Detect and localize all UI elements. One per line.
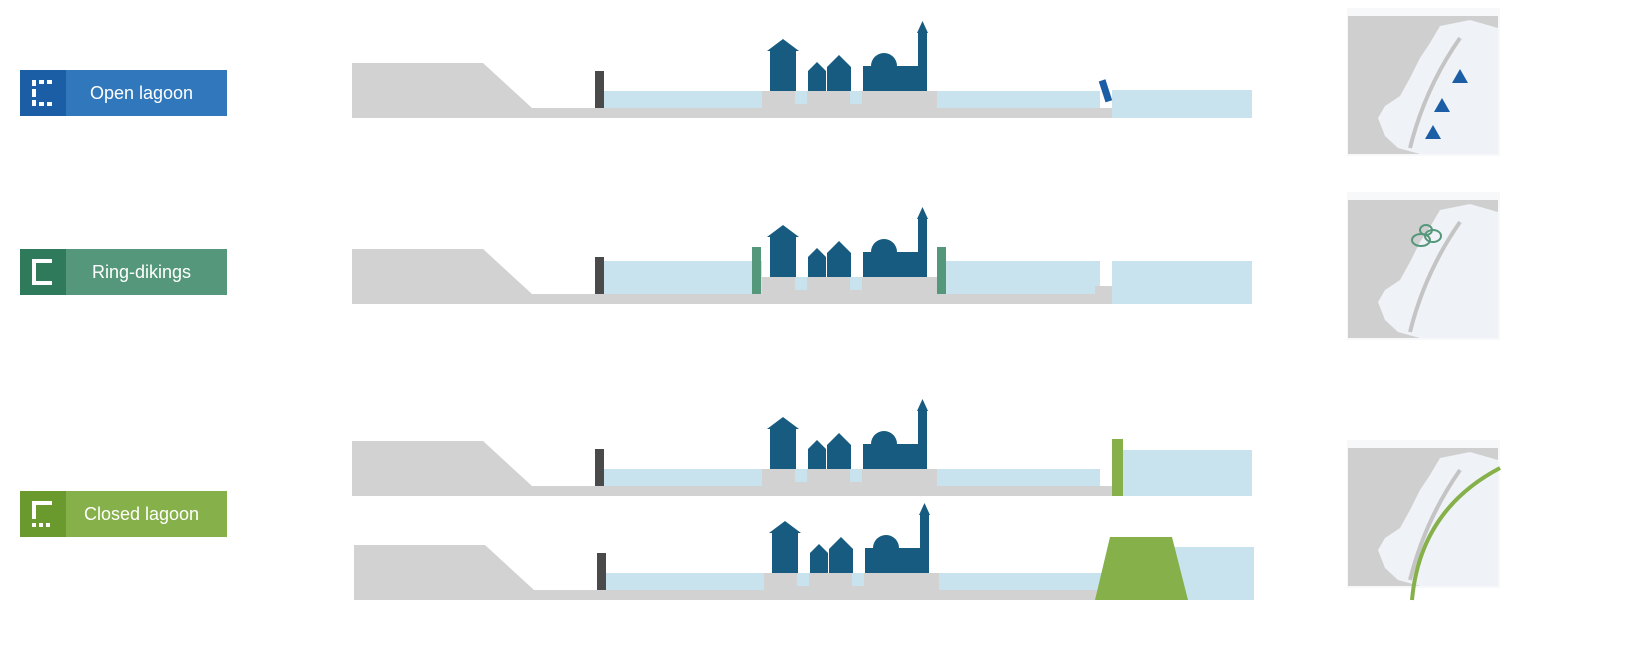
church-dome: [871, 431, 897, 457]
bracket-icon: [20, 249, 66, 295]
scenario-label-closed-lagoon: Closed lagoon: [20, 491, 227, 537]
barrier-island: [1408, 36, 1462, 149]
partial-bracket-icon: [20, 491, 66, 537]
barrier-island: [1408, 468, 1462, 581]
ring-dike: [937, 247, 946, 294]
ring-dike-marker: [1419, 224, 1433, 236]
house-building: [767, 39, 799, 91]
scenario-label-text: Closed lagoon: [83, 503, 200, 524]
lagoon-water-right: [939, 573, 1102, 590]
dune-and-lagoon-bed: [352, 63, 1112, 118]
cross-section-open: [352, 21, 1252, 118]
location-map-closed: [1347, 440, 1501, 601]
house-building: [808, 440, 826, 469]
sea-water: [1112, 90, 1252, 118]
closed-barrier-dam: [1095, 537, 1188, 600]
lagoon-water-left: [606, 573, 764, 590]
canal: [850, 91, 862, 104]
mainland-wall: [595, 257, 604, 294]
city-island: [762, 277, 937, 294]
map-land: [1378, 20, 1498, 154]
house-building: [829, 537, 853, 573]
dashed-bracket-icon: [20, 70, 66, 116]
lagoon-water-right: [937, 91, 1100, 108]
canal: [852, 573, 864, 586]
church-tower: [920, 515, 929, 573]
open-storm-gate: [1098, 79, 1113, 103]
dune-and-lagoon-bed: [354, 545, 1114, 600]
dune-and-lagoon-bed: [352, 441, 1112, 496]
house-building: [827, 241, 851, 277]
church-spire: [917, 21, 928, 33]
church-dome: [871, 53, 897, 79]
inlet-gate-marker: [1434, 98, 1450, 112]
closed-barrier-gate: [1112, 439, 1123, 496]
dune-and-lagoon-bed: [352, 249, 1112, 304]
city-island: [764, 573, 939, 590]
inlet-gate-marker: [1425, 125, 1441, 139]
house-building: [827, 55, 851, 91]
house-building: [810, 544, 828, 573]
lagoon-water-left: [604, 261, 762, 294]
location-map-open: [1347, 8, 1500, 156]
church-dome: [871, 239, 897, 265]
church-dome: [873, 535, 899, 561]
mainland-wall: [597, 553, 606, 590]
house-building: [767, 417, 799, 469]
closure-dam-line: [1410, 466, 1501, 601]
barrier-island: [1408, 220, 1462, 333]
city-island: [762, 91, 937, 108]
canal: [850, 277, 862, 290]
church-spire: [917, 399, 928, 411]
cross-section-ring: [352, 207, 1252, 304]
church-tower: [918, 411, 927, 469]
canal: [850, 469, 862, 482]
house-building: [808, 248, 826, 277]
church-spire: [919, 503, 930, 515]
cross-section-dam: [354, 503, 1254, 600]
scenario-label-open-lagoon: Open lagoon: [20, 70, 227, 116]
lagoon-water-right: [937, 469, 1100, 486]
canal: [795, 277, 807, 290]
house-building: [827, 433, 851, 469]
canal: [795, 91, 807, 104]
map-land: [1378, 204, 1498, 338]
scenario-label-text: Ring-dikings: [91, 261, 192, 282]
house-building: [769, 521, 801, 573]
mainland-wall: [595, 71, 604, 108]
scenario-label-ring-dikings: Ring-dikings: [20, 249, 227, 295]
lagoon-water-right: [937, 261, 1100, 294]
sea-water: [1112, 261, 1252, 304]
lagoon-water-left: [604, 469, 762, 486]
canal: [795, 469, 807, 482]
location-map-ring: [1347, 192, 1500, 340]
church-tower: [918, 33, 927, 91]
sea-water: [1112, 450, 1252, 496]
mainland-wall: [595, 449, 604, 486]
inlet-gate-marker: [1452, 69, 1468, 83]
house-building: [808, 62, 826, 91]
lagoon-water-left: [604, 91, 762, 108]
canal: [797, 573, 809, 586]
house-building: [767, 225, 799, 277]
sill: [1095, 286, 1112, 294]
church-tower: [918, 219, 927, 277]
city-island: [762, 469, 937, 486]
cross-section-closed: [352, 399, 1252, 496]
scenario-label-text: Open lagoon: [89, 82, 194, 103]
ring-dike: [752, 247, 761, 294]
church-spire: [917, 207, 928, 219]
